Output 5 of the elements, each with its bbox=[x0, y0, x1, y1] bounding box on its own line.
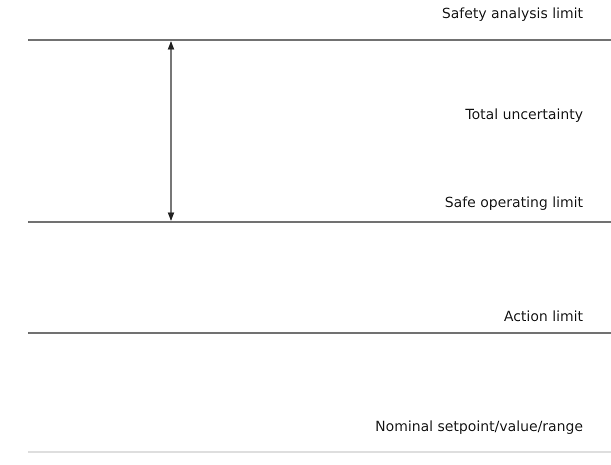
limit-label: Nominal setpoint/value/range bbox=[375, 418, 583, 436]
limit-label: Safety analysis limit bbox=[442, 5, 583, 23]
range-label: Total uncertainty bbox=[465, 106, 583, 124]
limit-label: Safe operating limit bbox=[444, 194, 583, 212]
limit-label: Action limit bbox=[504, 308, 583, 326]
